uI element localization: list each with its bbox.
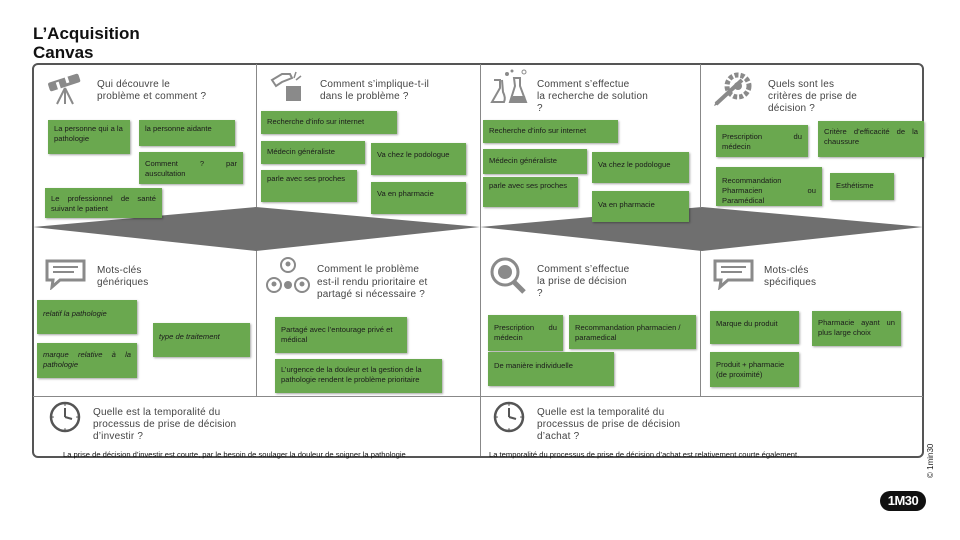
question-purchase-timing: Quelle est la temporalité du processus d… [537, 407, 681, 442]
hand-touch-icon [270, 71, 302, 101]
title-line-2: Canvas [33, 43, 94, 62]
sticky-note: De manière individuelle [488, 352, 614, 386]
question-investment-timing: Quelle est la temporalité du processus d… [93, 407, 237, 442]
sticky-note: Recommandation Pharmacien ou Paramédical [716, 167, 822, 206]
divider-vertical-center-full [480, 64, 481, 456]
sticky-note: Produit + pharmacie (de proximité) [710, 352, 799, 387]
sticky-note: Recommandation pharmacien / paramedical [569, 315, 696, 349]
sticky-note: type de traitement [153, 323, 250, 357]
question-decision-criteria: Quels sont les critères de prise de déci… [768, 79, 858, 114]
question-how-involved: Comment s’implique-t-il dans le problème… [320, 79, 430, 102]
sticky-note: L’urgence de la douleur et la gestion de… [275, 359, 442, 393]
left-diamond [33, 207, 480, 251]
sticky-note: Critère d’efficacité de la chaussure [818, 121, 924, 157]
copyright-notice: © 1min30 [926, 443, 935, 478]
sticky-note: parle avec ses proches [261, 170, 357, 202]
question-problem-priority: Comment le problème est-il rendu priorit… [317, 264, 428, 300]
sticky-note: parle avec ses proches [483, 177, 578, 207]
answer-investment-timing: La prise de décision d’investir est cour… [63, 450, 406, 459]
sticky-note: Prescription du médecin [488, 315, 563, 351]
question-who-discovers: Qui découvre le problème et comment ? [97, 79, 207, 102]
sticky-note: relatif la pathologie [37, 300, 137, 334]
sticky-note: Recherche d’info sur internet [261, 111, 397, 134]
brand-logo: 1M30 [880, 491, 926, 511]
sticky-note: Médecin généraliste [483, 149, 587, 174]
sticky-note: Esthétisme [830, 173, 894, 200]
sticky-note: La personne qui a la pathologie [48, 120, 130, 154]
sticky-note: Va en pharmacie [592, 191, 689, 222]
clock-icon [49, 401, 81, 433]
people-network-icon [266, 257, 310, 293]
sticky-note: Va en pharmacie [371, 182, 466, 214]
right-diamond [480, 207, 923, 251]
sticky-note: Marque du produit [710, 311, 799, 344]
divider-vertical-left-mid [256, 250, 257, 396]
divider-horizontal-bottom [33, 396, 923, 397]
diamond-divider-band [33, 207, 923, 251]
sticky-note: Pharmacie ayant un plus large choix [812, 311, 901, 346]
clock-icon [493, 401, 525, 433]
speech-bubble-icon [713, 259, 754, 290]
divider-vertical-left-top [256, 64, 257, 207]
question-solution-search: Comment s’effectue la recherche de solut… [537, 79, 648, 114]
divider-vertical-right-top [700, 64, 701, 207]
question-decision-making: Comment s’effectue la prise de décision … [537, 264, 630, 299]
sticky-note: la personne aidante [139, 120, 235, 146]
sticky-note: Comment ? par auscultation [139, 152, 243, 184]
sticky-note: marque relative à la pathologie [37, 343, 137, 378]
telescope-icon [48, 73, 81, 105]
sticky-note: Médecin généraliste [261, 141, 365, 164]
sticky-note: Va chez le podologue [371, 143, 466, 175]
lab-flasks-icon [490, 69, 528, 103]
title-line-1: L’Acquisition [33, 24, 140, 43]
magnifier-icon [490, 257, 526, 294]
pen-gear-icon [714, 72, 752, 106]
divider-vertical-right-mid [700, 250, 701, 396]
sticky-note: Le professionnel de santé suivant le pat… [45, 188, 162, 218]
question-specific-keywords: Mots-clés spécifiques [764, 265, 817, 288]
sticky-note: Va chez le podologue [592, 152, 689, 183]
question-generic-keywords: Mots-clés génériques [97, 265, 149, 288]
sticky-note: Partagé avec l’entourage privé et médica… [275, 317, 407, 353]
answer-purchase-timing: La temporalité du processus de prise de … [489, 450, 800, 459]
speech-bubble-icon [45, 259, 86, 290]
canvas-frame [32, 63, 924, 458]
sticky-note: Prescription du médecin [716, 125, 808, 157]
sticky-note: Recherche d’info sur internet [483, 120, 618, 143]
canvas-title: L’Acquisition Canvas [33, 24, 140, 62]
